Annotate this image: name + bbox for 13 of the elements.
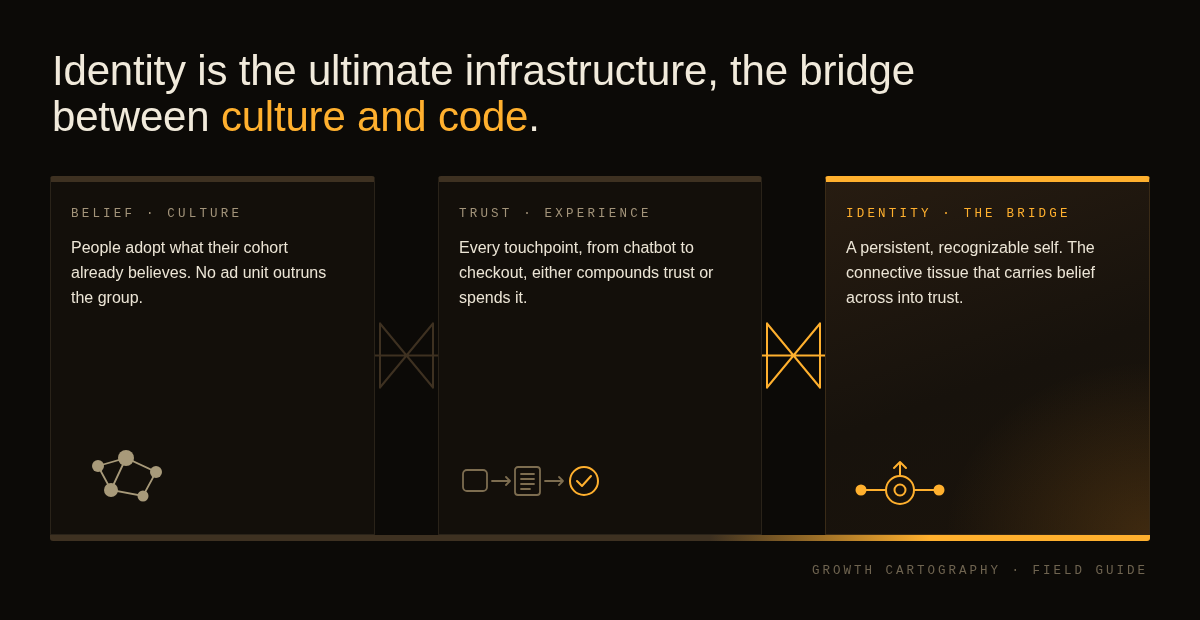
card-heading: BELIEF · CULTURE (71, 206, 243, 222)
footer-text: GROWTH CARTOGRAPHY · FIELD GUIDE (811, 563, 1148, 579)
card-heading: IDENTITY · THE BRIDGE (846, 206, 1071, 222)
info-card (438, 176, 762, 535)
bowtie-connector (761, 322, 826, 389)
card-heading: TRUST · EXPERIENCE (459, 206, 652, 222)
bowtie-connector (374, 322, 439, 389)
info-card (825, 176, 1150, 535)
card-description: People adopt what their cohort already believes. No ad unit outruns the group. (71, 238, 328, 308)
info-card (50, 176, 375, 535)
card-description: Every touchpoint, from chatbot to checkout, either compounds trust or spends it. (459, 238, 715, 308)
headline: Identity is the ultimate infrastructure, the bridge between culture and code. (52, 48, 916, 140)
card-description: A persistent, recognizable self. The connective tissue that carries belief across into trust. (846, 238, 1096, 308)
